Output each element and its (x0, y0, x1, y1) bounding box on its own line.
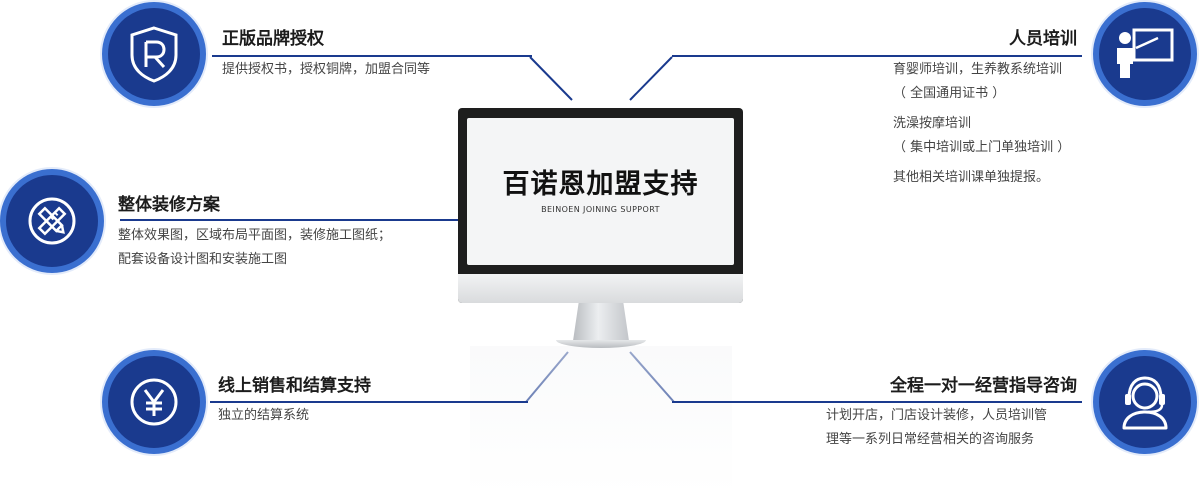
decoration-desc: 整体效果图，区域布局平面图，装修施工图纸； 配套设备设计图和安装施工图 (118, 224, 391, 272)
consulting-title: 全程一对一经营指导咨询 (890, 376, 1077, 396)
headset-agent-icon (1122, 376, 1168, 430)
consulting-rule (672, 401, 1082, 403)
registered-shield-icon (130, 26, 178, 83)
desc-line: 独立的结算系统 (218, 408, 310, 423)
decoration-circle (0, 169, 104, 273)
desc-line: 整体效果图，区域布局平面图，装修施工图纸； (118, 228, 392, 243)
sales-title: 线上销售和结算支持 (218, 376, 371, 396)
consulting-circle (1093, 350, 1197, 454)
license-title: 正版品牌授权 (222, 29, 324, 49)
training-desc: 育婴师培训，生养教系统培训 （ 全国通用证书 ） 洗澡按摩培训 （ 集中培训或上… (893, 58, 1070, 190)
desc-line: 育婴师培训，生养教系统培训 (893, 62, 1063, 77)
license-circle (102, 2, 206, 106)
connector-training (629, 56, 673, 101)
sales-rule (210, 401, 528, 403)
center-subtitle: BEINOEN JOINING SUPPORT (541, 205, 660, 214)
desc-line: 计划开店，门店设计装修，人员培训管 (826, 408, 1048, 423)
desc-line: 其他相关培训课单独提报。 (893, 170, 1050, 185)
training-circle (1093, 2, 1197, 106)
monitor: 百诺恩加盟支持 BEINOEN JOINING SUPPORT (458, 108, 743, 303)
monitor-base (556, 340, 646, 348)
decoration-title: 整体装修方案 (118, 195, 220, 215)
desc-line: 理等一系列日常经营相关的咨询服务 (826, 432, 1035, 447)
desc-line: 配套设备设计图和安装施工图 (118, 252, 288, 267)
yen-icon (130, 378, 178, 426)
connector-license (529, 56, 573, 101)
desc-line: 提供授权书，授权铜牌，加盟合同等 (222, 62, 431, 77)
sales-circle (102, 350, 206, 454)
desc-line: （ 集中培训或上门单独培训 ） (893, 140, 1071, 155)
desc-line: （ 全国通用证书 ） (893, 86, 1006, 101)
license-desc: 提供授权书，授权铜牌，加盟合同等 (222, 58, 430, 82)
desc-line: 洗澡按摩培训 (893, 116, 972, 131)
pencil-ruler-icon (28, 197, 76, 245)
monitor-reflection (470, 346, 732, 496)
sales-desc: 独立的结算系统 (218, 404, 309, 428)
teacher-board-icon (1117, 28, 1174, 78)
monitor-stand (573, 303, 629, 341)
training-rule (672, 55, 1082, 57)
monitor-bezel (458, 274, 743, 303)
center-title: 百诺恩加盟支持 (502, 169, 699, 200)
monitor-screen: 百诺恩加盟支持 BEINOEN JOINING SUPPORT (467, 118, 734, 265)
training-title: 人员培训 (1009, 29, 1077, 49)
license-rule (212, 55, 532, 57)
consulting-desc: 计划开店，门店设计装修，人员培训管 理等一系列日常经营相关的咨询服务 (826, 404, 1047, 452)
